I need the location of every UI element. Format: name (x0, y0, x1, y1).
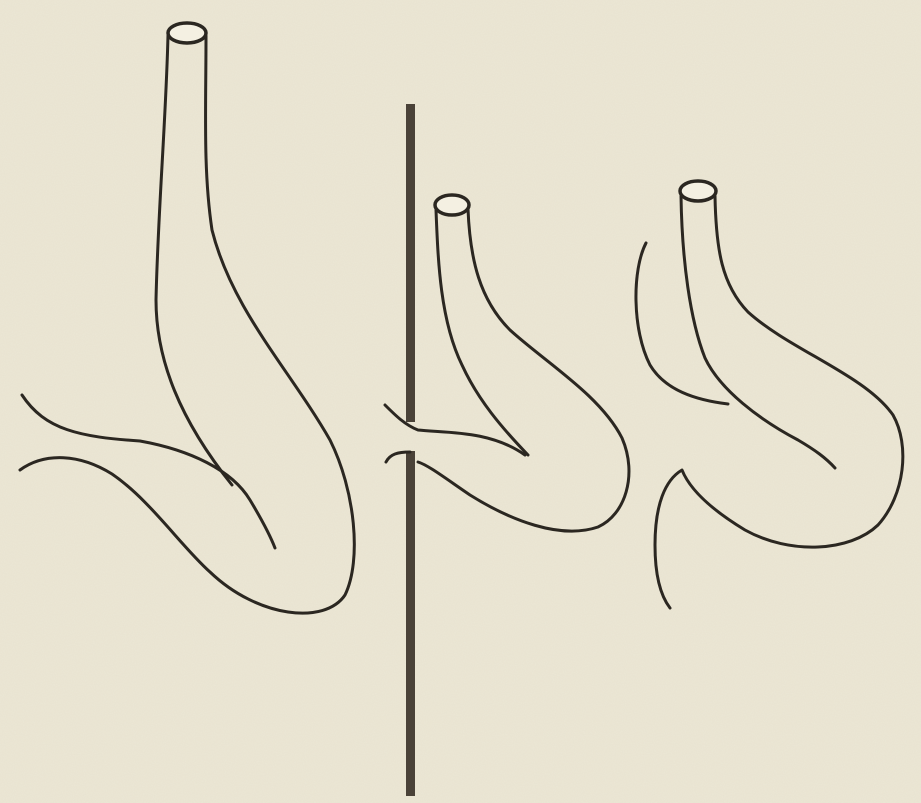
right-tube-opening (680, 181, 716, 201)
left-tube-opening (168, 23, 206, 43)
vertical-rod-upper (406, 104, 415, 422)
middle-tube-opening (435, 195, 469, 215)
vertical-rod-lower (406, 451, 415, 796)
